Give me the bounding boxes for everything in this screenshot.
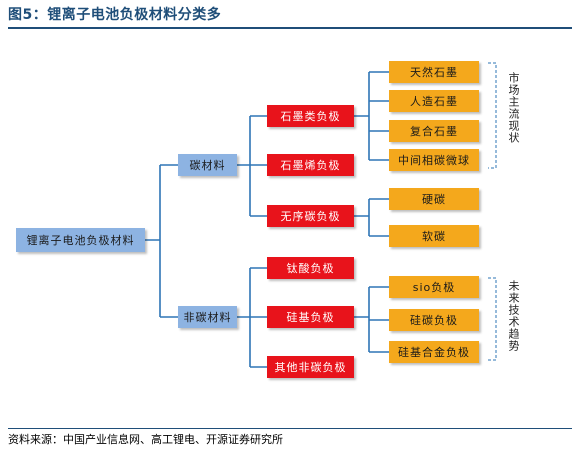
- graphite-anode-node: 石墨类负极: [267, 105, 354, 127]
- silicon-alloy-anode-node: 硅基合金负极: [389, 341, 479, 363]
- soft-carbon-node: 软碳: [389, 225, 479, 247]
- bracket-future: [488, 277, 497, 361]
- bracket-mainstream: [488, 62, 497, 169]
- connector-graphite: [354, 71, 389, 161]
- mainstream-annotation: 市场主流现状: [507, 72, 520, 144]
- root-node: 锂离子电池负极材料: [16, 228, 145, 252]
- hard-carbon-node: 硬碳: [389, 188, 479, 210]
- connector-non-carbon: [237, 267, 267, 368]
- other-non-carbon-anode-node: 其他非碳负极: [267, 356, 354, 378]
- connector-silicon: [354, 286, 389, 353]
- natural-graphite-node: 天然石墨: [389, 61, 479, 83]
- titanate-anode-node: 钛酸负极: [267, 257, 354, 279]
- carbon-materials-node: 碳材料: [178, 154, 237, 176]
- future-trend-annotation: 未来技术趋势: [507, 280, 520, 352]
- silicon-anode-node: 硅基负极: [267, 306, 354, 328]
- connector-root: [145, 164, 178, 318]
- connector-carbon: [237, 115, 267, 217]
- artificial-graphite-node: 人造石墨: [389, 90, 479, 112]
- amorphous-carbon-anode-node: 无序碳负极: [267, 205, 354, 227]
- sio-anode-node: sio负极: [389, 276, 479, 298]
- title-divider: [8, 27, 572, 29]
- silicon-carbon-anode-node: 硅碳负极: [389, 309, 479, 331]
- composite-graphite-node: 复合石墨: [389, 120, 479, 142]
- connector-amorphous: [354, 198, 389, 237]
- figure-title: 图5：锂离子电池负极材料分类多: [8, 7, 222, 23]
- source-note: 资料来源：中国产业信息网、高工锂电、开源证券研究所: [8, 433, 283, 446]
- mcmb-node: 中间相碳微球: [389, 149, 479, 171]
- source-divider: [8, 428, 572, 429]
- non-carbon-materials-node: 非碳材料: [178, 306, 237, 328]
- graphene-anode-node: 石墨烯负极: [267, 154, 354, 176]
